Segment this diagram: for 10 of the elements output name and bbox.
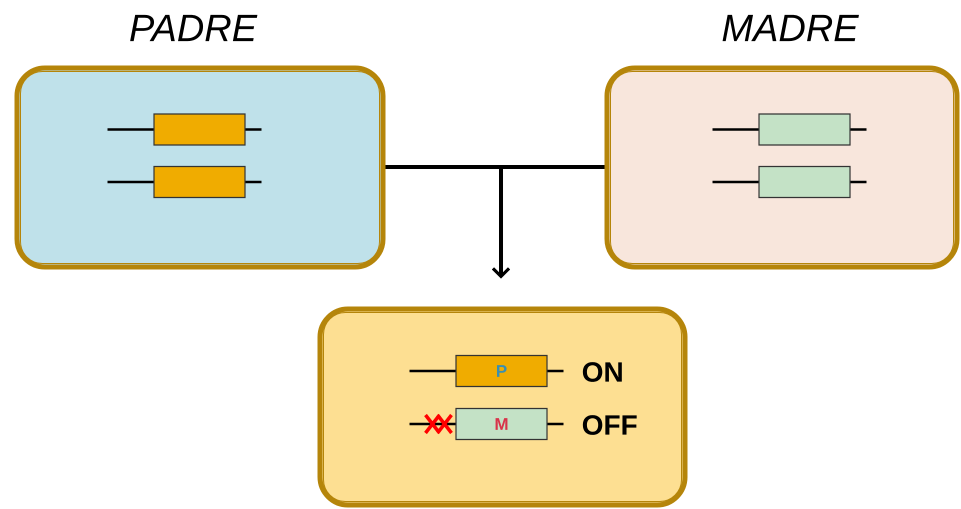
box-title: PADRE (130, 14, 258, 42)
arrow (492, 165, 604, 278)
gene-bar: P (410, 354, 564, 388)
rounded-box (318, 306, 688, 508)
state-label: ON (582, 362, 622, 382)
gene-bar (108, 113, 262, 146)
gene-bar: M (410, 408, 564, 440)
gene-bar (108, 166, 262, 198)
state-label: OFF (582, 415, 637, 435)
box-title: MADRE (722, 14, 859, 42)
